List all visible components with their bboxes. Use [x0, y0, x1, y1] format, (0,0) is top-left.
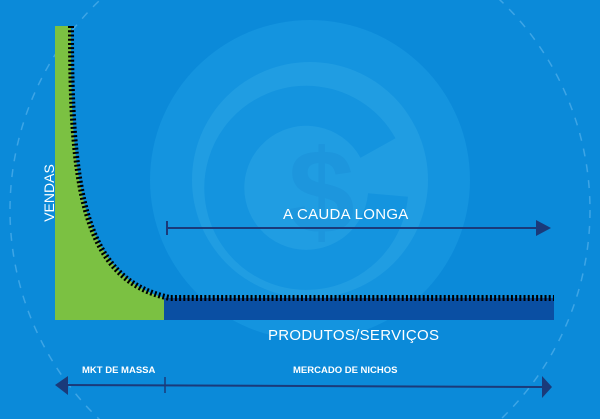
decorative-dashed-circle: [9, 0, 591, 419]
mass-market-label: MKT DE MASSA: [82, 365, 156, 376]
long-tail-label: A CAUDA LONGA: [283, 206, 409, 223]
market-axis-arrow: [55, 376, 552, 398]
demand-curve: [68, 25, 554, 301]
dollar-coin-icon: $: [150, 20, 470, 340]
x-axis-label: PRODUTOS/SERVIÇOS: [268, 327, 440, 344]
y-axis-label: VENDAS: [40, 164, 57, 222]
niche-market-label: MERCADO DE NICHOS: [293, 365, 398, 376]
long-tail-arrow: [166, 220, 551, 236]
svg-text:$: $: [288, 125, 355, 259]
head-area: [55, 26, 164, 320]
tail-area: [164, 298, 554, 320]
